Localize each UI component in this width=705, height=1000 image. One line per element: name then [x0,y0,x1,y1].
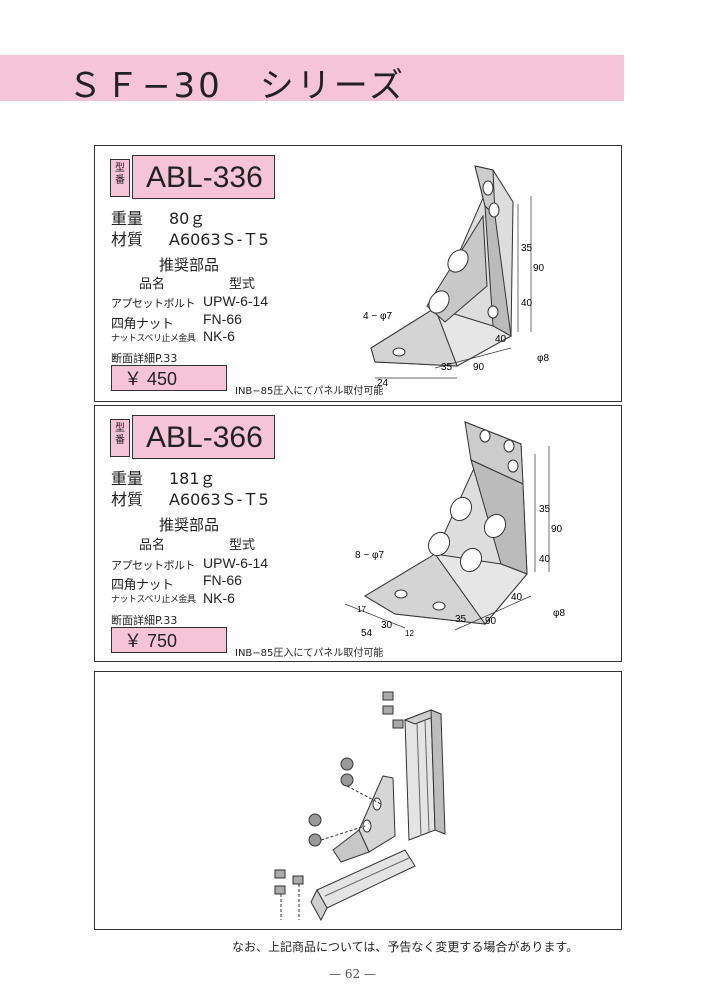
dim-35: 35 [521,243,533,254]
dim-phi8: φ8 [537,353,549,364]
model-tag: 型 番 [110,419,130,457]
part-name: アプセットボルト [111,297,196,310]
price-box: ￥ 750 [111,627,227,653]
col-name-header: 品名 [139,538,166,553]
part-name: アプセットボルト [111,559,196,572]
mount-note: INB−85圧入にてパネル取付可能 [235,386,384,397]
dim-w17: 17 [357,605,366,614]
part-name: ナットスベリ止メ金具 [111,334,196,344]
part-name: ナットスベリ止メ金具 [111,595,196,605]
part-name: 四角ナット [111,317,174,332]
dim-w24: 24 [377,378,389,389]
dim-w35: 35 [441,362,453,373]
dim-w54: 54 [361,628,373,639]
dim-40: 40 [539,554,551,565]
col-type-header: 型式 [229,277,256,292]
mount-note: INB−85圧入にてパネル取付可能 [235,648,384,659]
dim-holes: 8 − φ7 [355,550,384,561]
weight-value: 181ｇ [169,469,216,488]
product-panel-abl-366: 型 番 ABL-366 重量 181ｇ 材質 A6063Ｓ-Ｔ5 推奨部品 品名… [94,405,622,662]
weight-row: 重量 181ｇ [111,465,216,489]
dim-w30: 30 [381,620,393,631]
section-ref: 断面詳細P.33 [111,352,178,365]
footer-note: なお、上記商品については、予告なく変更する場合があります。 [232,940,579,954]
title-banner: ＳＦ−30 シリーズ [0,55,624,106]
material-value: A6063Ｓ-Ｔ5 [169,490,269,509]
part-type: NK-6 [203,590,235,606]
bracket-drawing-abl-336: 35 90 40 4 − φ7 40 φ8 35 90 24 [363,165,549,389]
model-number: ABL-366 [132,415,275,459]
dim-holes: 4 − φ7 [363,311,392,322]
dim-phi8: φ8 [553,608,565,619]
assembly-illustration [274,691,446,922]
dim-depth-40: 40 [511,592,523,603]
dim-90: 90 [551,524,563,535]
model-number: ABL-336 [132,155,275,199]
assembly-panel [94,671,622,930]
dim-w35: 35 [455,614,467,625]
price-box: ￥ 450 [111,365,227,391]
part-type: UPW-6-14 [203,555,269,571]
part-type: NK-6 [203,328,235,344]
dim-w90: 90 [485,616,497,627]
material-row: 材質 A6063Ｓ-Ｔ5 [111,486,269,510]
dim-w90: 90 [473,362,485,373]
bracket-drawing-abl-366: 35 90 40 8 − φ7 40 φ8 35 90 17 30 54 12 [344,421,565,639]
weight-label: 重量 [111,469,144,488]
section-ref: 断面詳細P.33 [111,614,178,627]
material-label: 材質 [111,230,144,249]
part-name: 四角ナット [111,578,174,593]
dim-depth-40: 40 [495,334,507,345]
material-row: 材質 A6063Ｓ-Ｔ5 [111,226,269,250]
product-panel-abl-336: 型 番 ABL-336 重量 80ｇ 材質 A6063Ｓ-Ｔ5 推奨部品 品名 … [94,145,622,402]
material-value: A6063Ｓ-Ｔ5 [169,230,269,249]
part-type: FN-66 [203,572,242,588]
part-type: FN-66 [203,311,242,327]
dim-w12: 12 [405,629,414,638]
weight-value: 80ｇ [169,209,206,228]
dim-90: 90 [533,263,545,274]
model-tag: 型 番 [110,159,130,197]
weight-label: 重量 [111,209,144,228]
dim-40: 40 [521,298,533,309]
col-type-header: 型式 [229,538,256,553]
material-label: 材質 [111,490,144,509]
page-title: ＳＦ−30 シリーズ [68,66,407,106]
weight-row: 重量 80ｇ [111,205,205,229]
col-name-header: 品名 [139,277,166,292]
page-number: — 62 — [329,967,376,981]
part-type: UPW-6-14 [203,293,269,309]
recommended-parts-title: 推奨部品 [159,256,220,274]
dim-35: 35 [539,504,551,515]
recommended-parts-title: 推奨部品 [159,516,220,534]
